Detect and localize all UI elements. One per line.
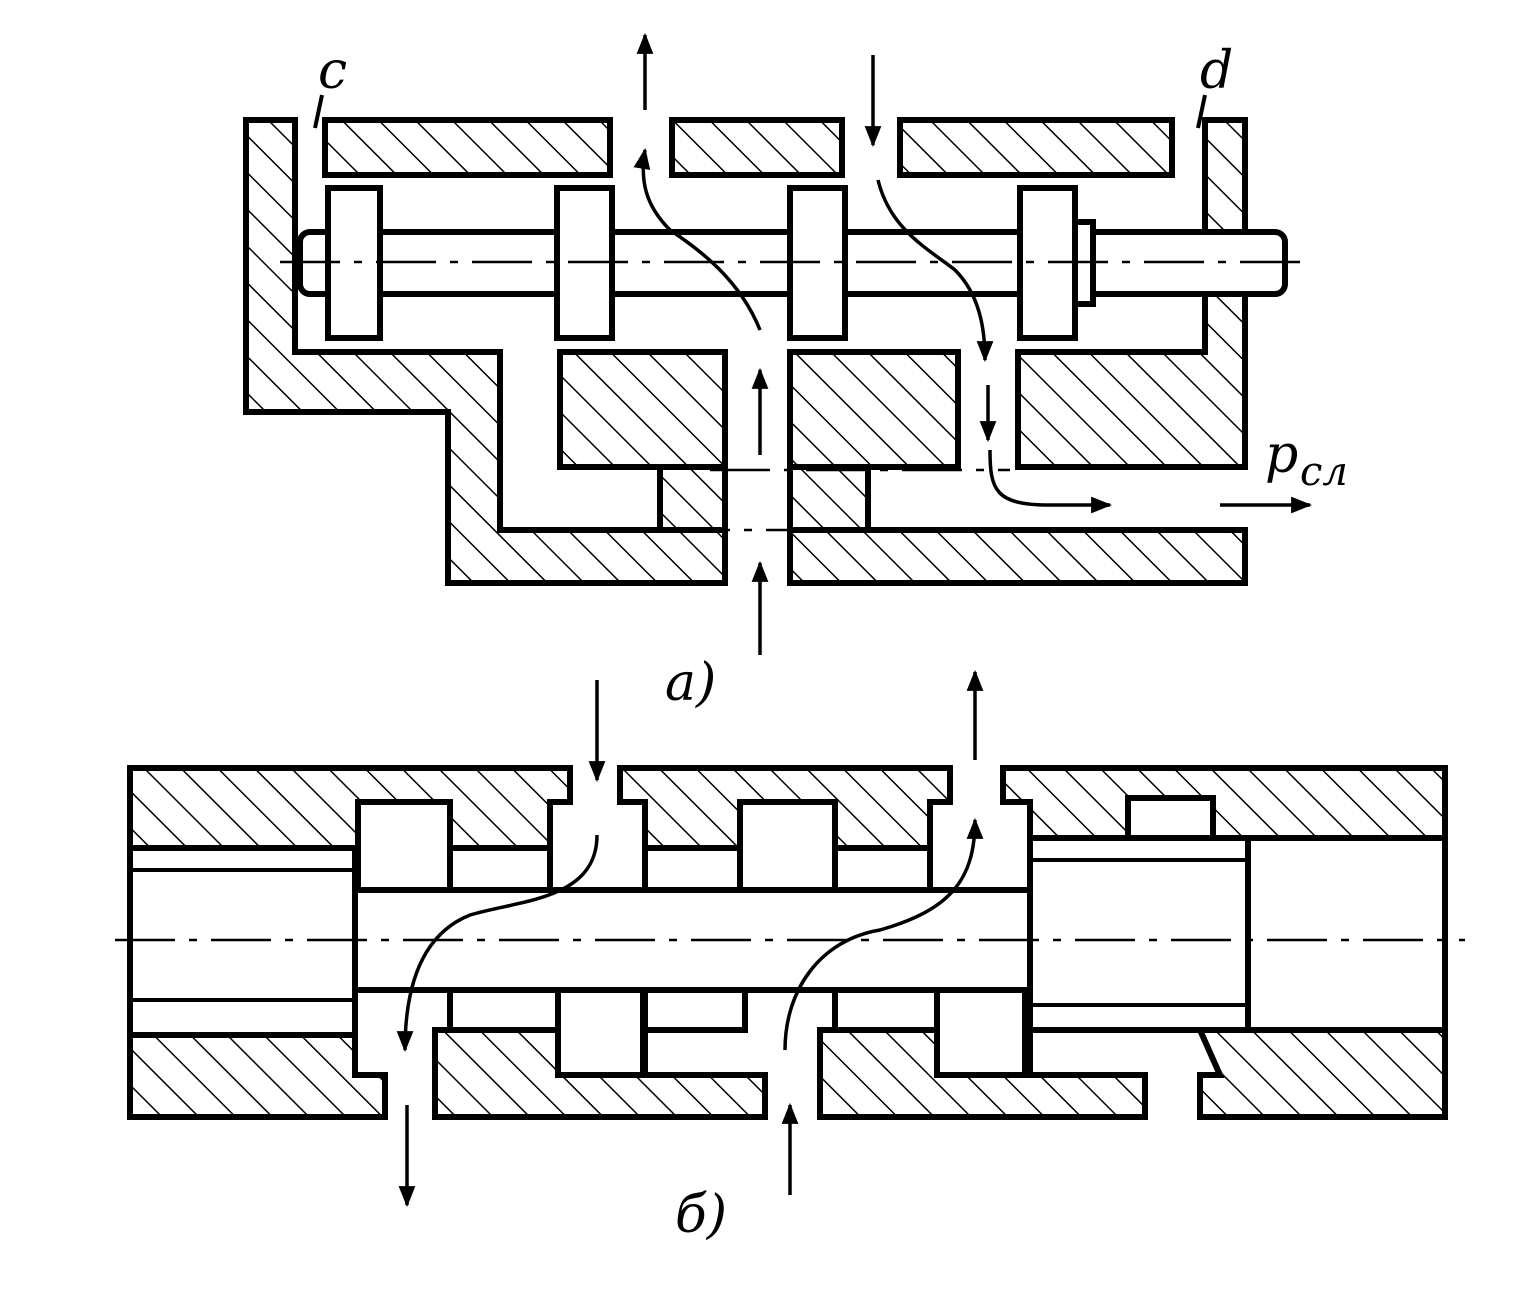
spool-b-pad-2 [447,987,561,1033]
housing-a-block-mid [787,349,961,470]
caption-b: б) [675,1185,727,1245]
diagram-b: б) [115,669,1465,1245]
label-drain-pressure: p [1265,425,1298,485]
sleeve-b-left [127,845,358,1038]
flow-arrow-b-path-left [396,834,599,1053]
flow-arrow-b-path-right [783,817,984,1051]
housing-b-bottom-end [1195,1027,1448,1120]
housing-a-top-bar-1 [322,117,613,178]
spool-b-pad-1 [447,845,553,893]
spool-b-land-3 [737,799,838,893]
housing-b-top-left [127,765,573,851]
housing-a-block-left [557,349,728,470]
housing-a-top-bar-3 [897,117,1175,178]
flow-arrow-a-drain [988,449,1113,514]
sleeve-b-right [1027,835,1251,1033]
housing-a-top-bar-2 [669,117,845,178]
spool-b-cap [1125,795,1216,841]
bore-b-end [1245,835,1448,1033]
label-port-d: d [1200,41,1233,101]
leader-c [313,94,324,129]
caption-a: a) [665,653,716,713]
spool-b-pad-3 [832,845,933,893]
flow-arrow-a-mid [876,179,994,363]
spool-b-land-1 [355,799,453,893]
diagram-a: c d p сл a) [243,32,1348,713]
housing-b-top-right [1000,765,1448,841]
leader-d [1196,94,1207,129]
housing-b-bottom-left [127,1032,388,1120]
label-port-c: c [318,41,347,101]
flow-arrow-a-out-top [633,147,762,331]
spool-b-land-4 [934,987,1028,1078]
spool-b-land-2 [555,987,646,1078]
housing-a-step-right [787,464,871,533]
housing-a-step-left [657,464,728,533]
housing-a-bottom-right [787,527,1248,586]
label-drain-pressure-sub: сл [1300,449,1348,495]
spool-b-pad-4 [832,987,940,1033]
